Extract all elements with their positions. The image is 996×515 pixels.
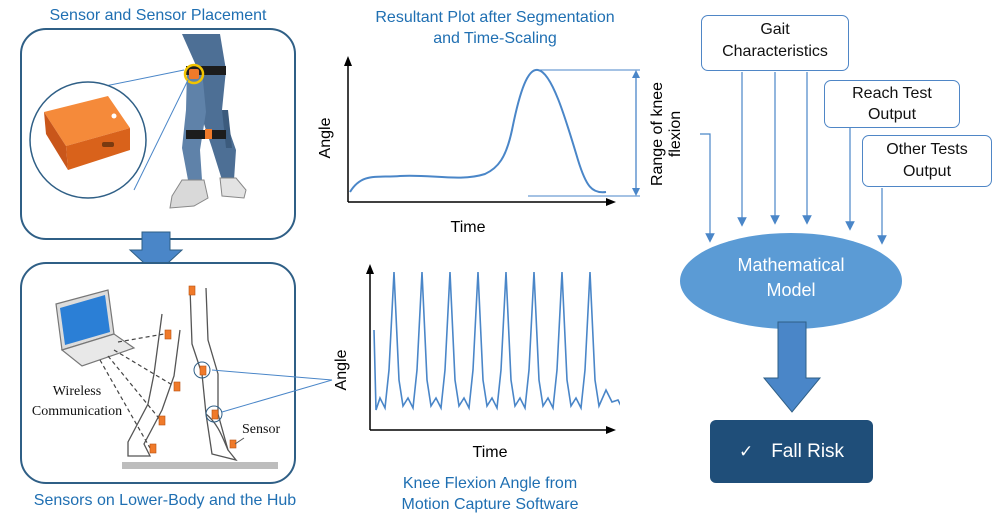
leg-outlines (127, 287, 238, 462)
top-plot-x-arrow (606, 198, 616, 206)
highlight-ring (183, 63, 205, 85)
range-arrow-up (632, 70, 640, 78)
gait-line2: Characteristics (722, 43, 828, 60)
wireless-label-line2: Communication (31, 404, 123, 419)
top-plot-x-label: Time (451, 219, 486, 236)
sensor-placement-illustration (29, 34, 247, 209)
other-line2: Output (902, 163, 952, 180)
top-plot-y-arrow (344, 56, 352, 66)
connector-lines (211, 369, 333, 413)
lower-body-illustration (55, 285, 278, 469)
fall-risk-label: Fall Risk (771, 440, 845, 462)
gait-characteristics-box: Gait Characteristics (701, 15, 849, 71)
range-label-line1: Range of knee (649, 82, 666, 186)
input-arrows (700, 72, 887, 245)
bottom-plot-waveform (373, 271, 620, 411)
bottom-plot-y-label: Angle (333, 349, 350, 390)
caption-resultant-plot: Resultant Plot after Segmentation and Ti… (340, 7, 650, 49)
other-tests-box: Other Tests Output (862, 135, 992, 187)
bottom-plot-y-arrow (366, 264, 374, 274)
top-plot-y-label: Angle (317, 117, 334, 158)
wireless-label-line1: Wireless (52, 384, 102, 399)
wireless-lines (99, 333, 175, 449)
resultant-plot: Angle Time Range of knee flexion (317, 56, 684, 236)
sensor-highlight-2 (205, 405, 223, 423)
sensor-highlight-1 (193, 361, 211, 379)
bottom-plot-x-arrow (606, 426, 616, 434)
fall-risk-box: ✓ Fall Risk (710, 420, 873, 483)
wireless-label: Wireless Communication (22, 382, 132, 422)
reach-test-box: Reach Test Output (824, 80, 960, 128)
caption-knee-flexion: Knee Flexion Angle from Motion Capture S… (370, 473, 610, 515)
bottom-plot-x-label: Time (473, 444, 508, 461)
sensor-pointer (234, 437, 245, 445)
lower-body-sensors (149, 285, 237, 454)
reach-line2: Output (867, 106, 917, 123)
range-arrow-down (632, 188, 640, 196)
caption-knee-line1: Knee Flexion Angle from (402, 475, 578, 492)
shank-sensor (205, 129, 212, 139)
reach-line1: Reach Test (852, 85, 932, 102)
knee-flexion-plot: Angle Time (333, 264, 620, 461)
thigh-sensor (189, 69, 199, 79)
legs-illustration (169, 34, 247, 209)
caption-knee-line2: Motion Capture Software (401, 496, 579, 513)
mathematical-model-ellipse: Mathematical Model (680, 233, 902, 329)
other-line1: Other Tests (886, 141, 968, 158)
caption-sensor-placement: Sensor and Sensor Placement (49, 7, 267, 24)
model-line1: Mathematical (737, 255, 845, 275)
sensor-placement-panel (20, 28, 296, 240)
top-plot-curve (349, 68, 607, 194)
caption-resultant-line2: and Time-Scaling (433, 30, 557, 47)
caption-lower-body: Sensors on Lower-Body and the Hub (33, 492, 297, 509)
range-label-line2: flexion (667, 111, 684, 157)
floor (122, 462, 278, 469)
gait-line1: Gait (760, 21, 790, 38)
lower-body-panel: Wireless Communication Sensor (20, 262, 296, 484)
laptop-icon (55, 289, 136, 367)
thigh-strap (186, 66, 226, 75)
model-line2: Model (766, 280, 816, 300)
leader-line-bottom (133, 79, 189, 191)
arrow-from-range (700, 133, 715, 243)
checkmark-icon: ✓ (738, 441, 754, 462)
sensor-label: Sensor (242, 422, 281, 437)
down-arrow-right (762, 321, 822, 413)
sensor-device-icon (44, 96, 130, 170)
caption-resultant-line1: Resultant Plot after Segmentation (375, 9, 615, 26)
